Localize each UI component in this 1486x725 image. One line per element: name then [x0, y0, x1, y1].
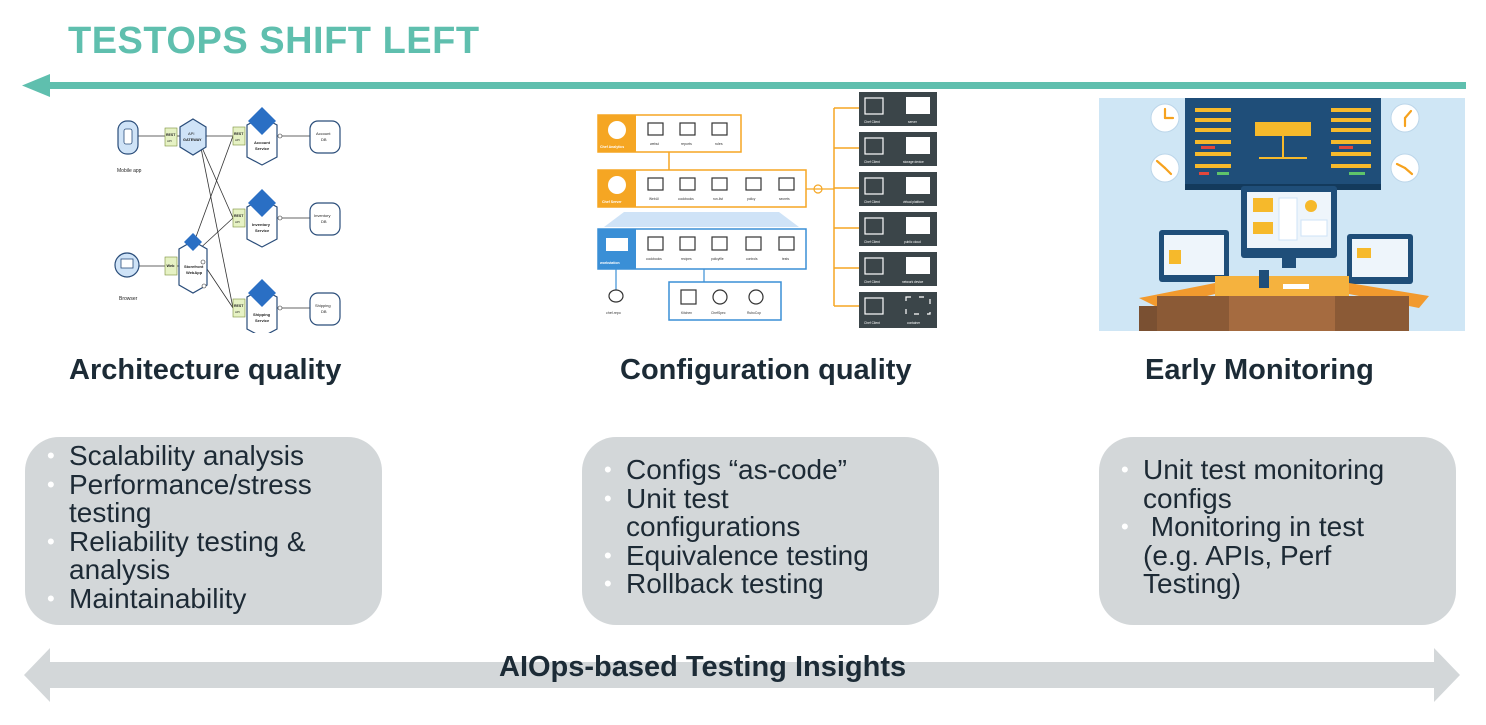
architecture-bullet: Scalability analysis: [25, 441, 382, 471]
svg-text:API: API: [167, 139, 172, 143]
svg-text:recipes: recipes: [681, 257, 692, 261]
configuration-bullet: Equivalence testing: [582, 541, 939, 571]
svg-text:Chef Client: Chef Client: [864, 280, 880, 284]
architecture-bullet-cont: analysis: [69, 554, 171, 585]
svg-text:Service: Service: [255, 318, 270, 323]
svg-text:cookbooks: cookbooks: [646, 257, 662, 261]
svg-text:controls: controls: [746, 257, 758, 261]
svg-text:Storefront: Storefront: [184, 264, 204, 269]
label-mobile-app: Mobile app: [117, 168, 142, 174]
svg-text:WebUI: WebUI: [649, 197, 659, 201]
svg-text:Inventory: Inventory: [252, 222, 271, 227]
monitoring-bullet-cont: configs: [1143, 482, 1232, 514]
svg-text:secrets: secrets: [779, 197, 790, 201]
configuration-bullet: Unit test: [582, 484, 939, 514]
svg-text:policyfile: policyfile: [711, 257, 724, 261]
svg-text:storage device: storage device: [903, 160, 924, 164]
monitoring-heading: Early Monitoring: [1145, 354, 1374, 386]
insights-label: AIOps-based Testing Insights: [499, 651, 907, 683]
svg-text:REST: REST: [234, 304, 244, 308]
svg-text:DB: DB: [321, 219, 327, 224]
svg-text:API: API: [235, 310, 240, 314]
architecture-bullet: Maintainability: [25, 584, 382, 614]
svg-text:Service: Service: [255, 228, 270, 233]
svg-text:Chef Client: Chef Client: [864, 160, 880, 164]
svg-text:policy: policy: [747, 197, 756, 201]
architecture-heading: Architecture quality: [69, 354, 342, 386]
monitoring-bullet: Unit test monitoring: [1099, 455, 1456, 485]
svg-text:cookbooks: cookbooks: [678, 197, 694, 201]
architecture-box: Scalability analysis Performance/stress …: [25, 437, 382, 625]
svg-text:workstation: workstation: [599, 261, 620, 265]
svg-text:chef-repo: chef-repo: [606, 311, 621, 315]
svg-text:container: container: [907, 321, 921, 325]
svg-text:DB: DB: [321, 137, 327, 142]
configuration-bullet: Rollback testing: [582, 569, 939, 599]
svg-text:Chef Client: Chef Client: [864, 200, 880, 204]
svg-text:Account: Account: [316, 131, 331, 136]
svg-text:Service: Service: [255, 146, 270, 151]
svg-text:RuboCop: RuboCop: [747, 311, 761, 315]
configuration-diagram: Chef Analytics webui reports rules Chef …: [597, 92, 937, 328]
svg-text:server: server: [908, 120, 918, 124]
svg-text:Chef Server: Chef Server: [602, 200, 622, 204]
svg-text:API: API: [235, 138, 240, 142]
insights-arrow: [24, 648, 1460, 702]
svg-text:REST: REST: [234, 214, 244, 218]
label-browser: Browser: [119, 296, 138, 302]
architecture-diagram: Mobile app Browser REST API API GATEWAY …: [114, 107, 341, 333]
configuration-bullet-cont: configurations: [626, 511, 801, 542]
svg-text:DB: DB: [321, 309, 327, 314]
monitoring-box: Unit test monitoring configs Monitoring …: [1099, 437, 1456, 625]
svg-text:Inventory: Inventory: [314, 213, 330, 218]
architecture-bullet: Reliability testing &: [25, 527, 382, 557]
svg-text:public cloud: public cloud: [904, 240, 921, 244]
svg-text:Shipping: Shipping: [315, 303, 331, 308]
architecture-bullet-cont: testing: [69, 497, 152, 528]
svg-text:Chef Client: Chef Client: [864, 120, 880, 124]
svg-text:API: API: [235, 220, 240, 224]
svg-text:network device: network device: [902, 280, 923, 284]
svg-text:Shipping: Shipping: [253, 312, 271, 317]
monitoring-bullet-cont: (e.g. APIs, Perf: [1143, 539, 1332, 571]
svg-text:Chef Client: Chef Client: [864, 321, 880, 325]
svg-text:ChefSpec: ChefSpec: [711, 311, 726, 315]
svg-text:Chef Client: Chef Client: [864, 240, 880, 244]
monitoring-illustration: [1099, 98, 1465, 331]
svg-text:Kitchen: Kitchen: [681, 311, 692, 315]
svg-text:run-list: run-list: [713, 197, 723, 201]
svg-text:Account: Account: [254, 140, 271, 145]
svg-text:REST: REST: [166, 133, 176, 137]
configuration-bullet: Configs “as-code”: [582, 455, 939, 485]
svg-text:tests: tests: [782, 257, 789, 261]
svg-text:webui: webui: [650, 142, 659, 146]
configuration-heading: Configuration quality: [620, 354, 912, 386]
architecture-bullet: Performance/stress: [25, 470, 382, 500]
page-title: TESTOPS SHIFT LEFT: [68, 20, 480, 62]
svg-text:virtual platform: virtual platform: [903, 200, 924, 204]
svg-text:Web: Web: [167, 264, 176, 268]
configuration-box: Configs “as-code” Unit test configuratio…: [582, 437, 939, 625]
svg-text:GATEWAY: GATEWAY: [183, 138, 202, 142]
svg-text:rules: rules: [715, 142, 723, 146]
svg-text:Chef Analytics: Chef Analytics: [600, 145, 624, 149]
monitoring-bullet: Monitoring in test: [1099, 512, 1456, 542]
monitoring-bullet-cont: Testing): [1143, 568, 1242, 599]
svg-text:REST: REST: [234, 132, 244, 136]
svg-text:reports: reports: [681, 142, 692, 146]
svg-text:WebApp: WebApp: [186, 270, 203, 275]
svg-text:API: API: [188, 131, 194, 136]
shift-left-arrow: [22, 74, 1466, 97]
